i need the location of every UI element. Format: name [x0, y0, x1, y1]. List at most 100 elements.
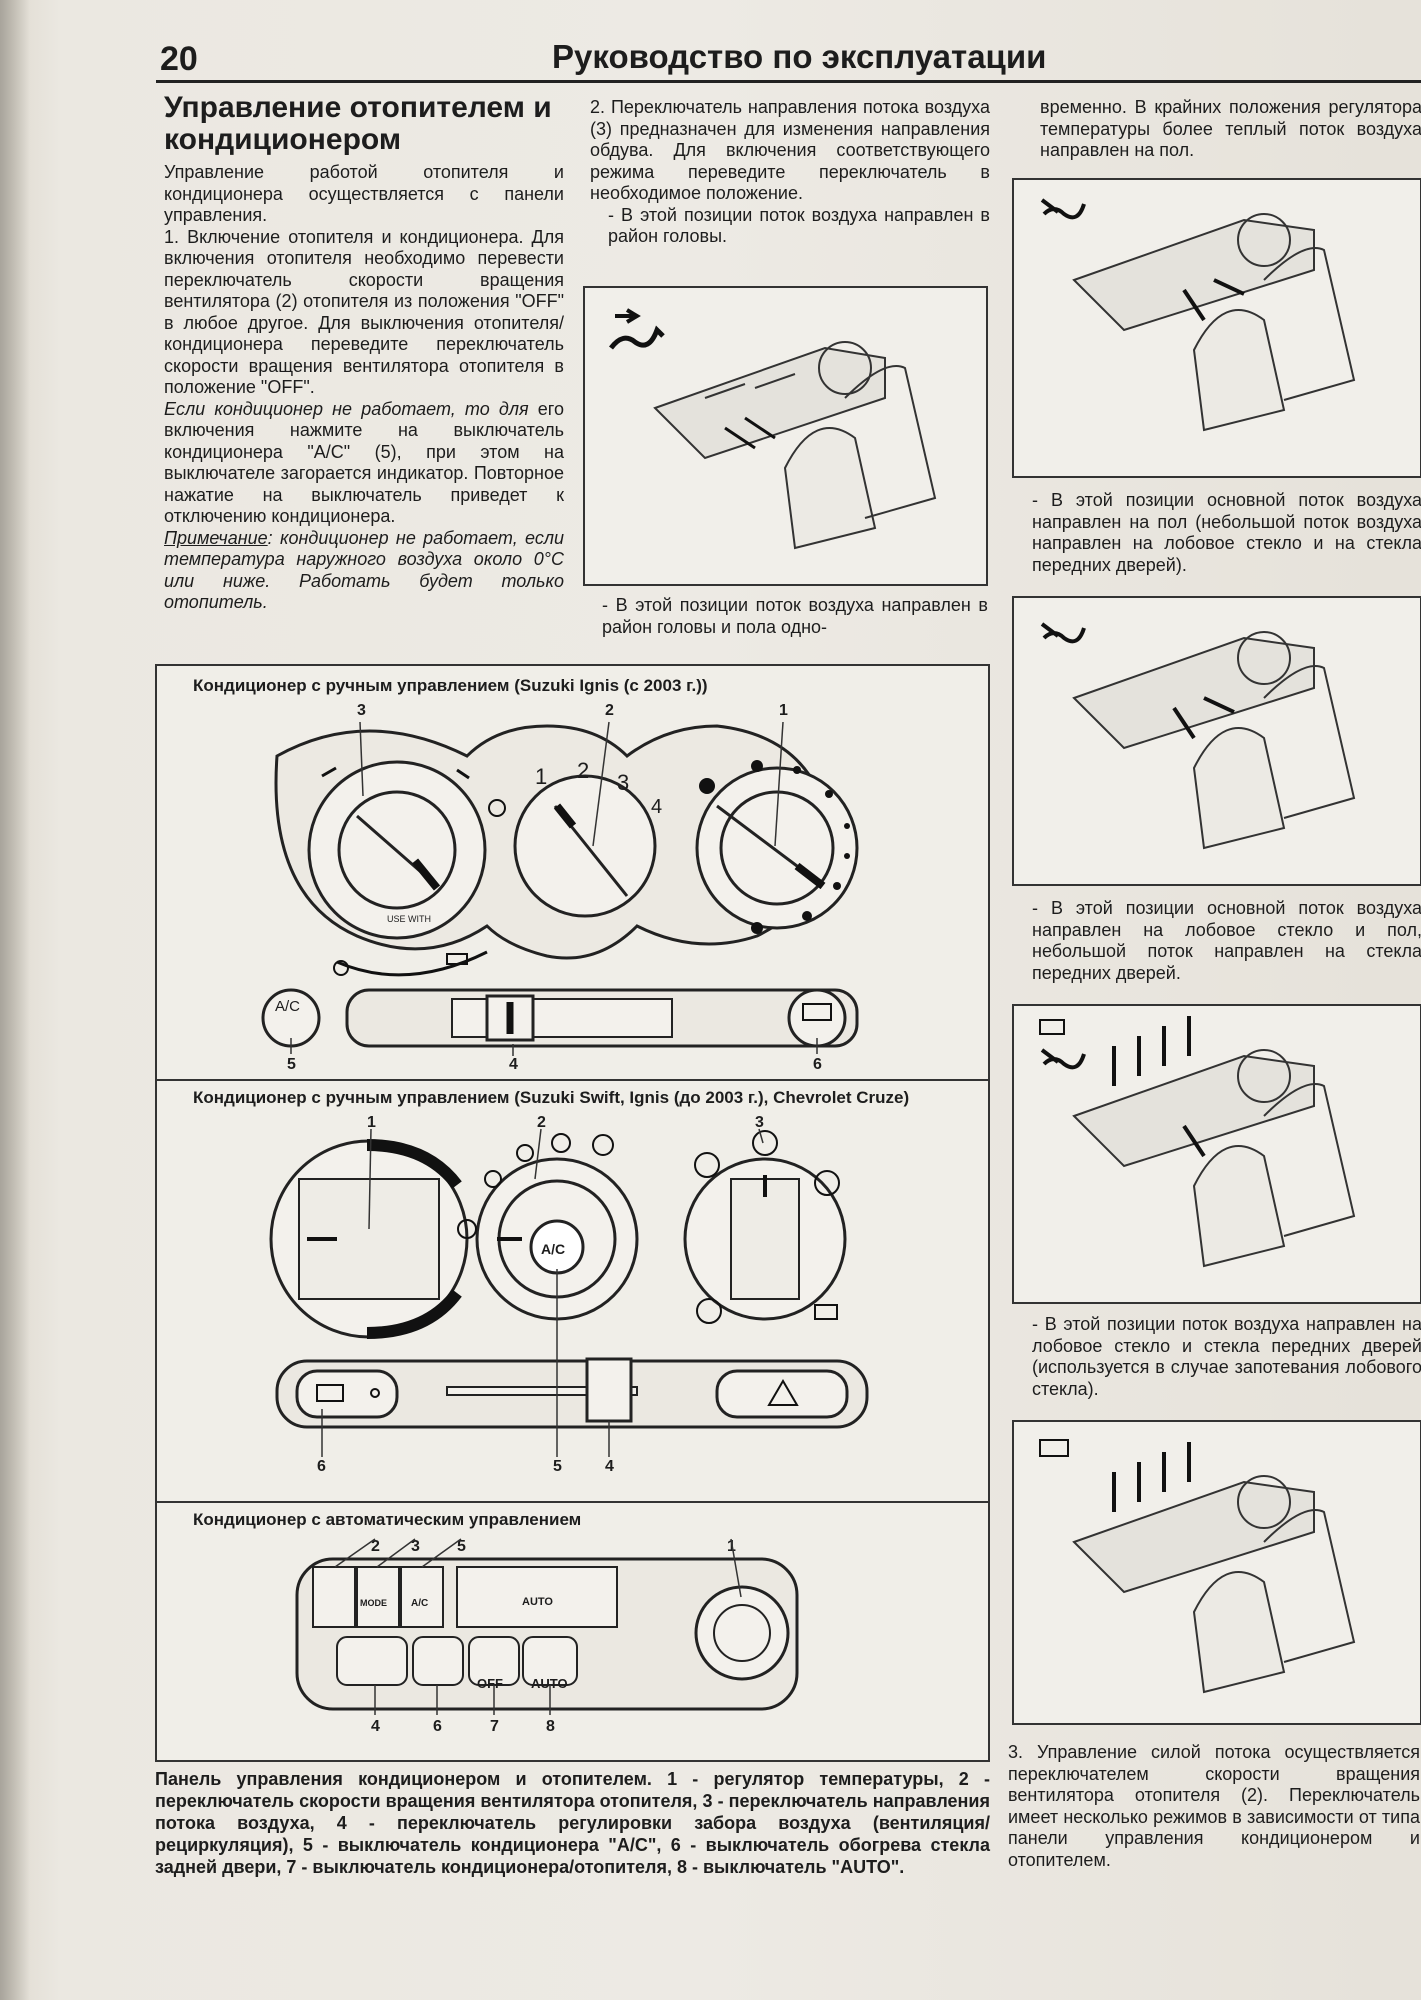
floor-defrost-icon [1040, 622, 1086, 644]
floor-mode-caption: - В этой позиции основной поток воздуха … [1032, 490, 1421, 575]
auto-climate-title: Кондиционер с автоматическим управлением [193, 1510, 582, 1529]
callout-7: 7 [490, 1718, 499, 1735]
fan-step-4: 4 [651, 796, 663, 818]
header-rule [156, 80, 1421, 83]
control-panel-diagrams: Кондиционер с ручным управлением (Suzuki… [155, 664, 990, 1762]
callout-1: 1 [779, 702, 788, 719]
dashboard-face-drawing [609, 308, 937, 550]
page-edge-shadow [0, 0, 30, 2000]
column-right: временно. В крайних положения регулятора… [1040, 97, 1421, 162]
display [456, 1566, 618, 1628]
mode-switch-paragraph: 2. Переключатель направления потока возд… [590, 97, 990, 203]
ac-button-label[interactable]: A/C [541, 1241, 566, 1257]
rear-defrost-button [295, 1369, 399, 1419]
callout-6: 6 [433, 1718, 442, 1735]
fan-icon [457, 1219, 477, 1239]
callout-1: 1 [367, 1114, 376, 1131]
note-label: Примечание [164, 527, 268, 548]
face-mode-illustration [583, 286, 988, 586]
both-mode-caption-block: - В этой позиции поток воздуха направлен… [602, 595, 988, 638]
rear-defrost-button [412, 1636, 464, 1686]
rear-defrost-button [787, 988, 847, 1048]
floor-mode-illustration [1012, 178, 1421, 478]
rear-seat-outline [844, 365, 937, 519]
callout-2: 2 [605, 702, 614, 719]
airflow-arrow [1182, 288, 1206, 322]
figure-caption: Панель управления кондиционером и отопит… [155, 1769, 990, 1877]
callout-1: 1 [727, 1538, 736, 1555]
page-number: 20 [160, 40, 198, 78]
dashboard-floor-drawing [1040, 198, 1356, 432]
running-title: Руководство по эксплуатации [552, 38, 1047, 75]
mode-button-label[interactable]: MODE [360, 1598, 387, 1608]
auto-button-label[interactable]: AUTO [531, 1676, 568, 1691]
seat-outline [783, 427, 877, 550]
ac-italic-text: Если кондиционер не работает, то для [164, 398, 529, 419]
head-mode-caption: - В этой позиции поток воздуха направлен… [608, 204, 990, 247]
callout-3: 3 [755, 1114, 764, 1131]
ac-button [400, 1566, 444, 1628]
face-arrow-icon [615, 308, 641, 324]
floor-windshield-caption: - В этой позиции основной поток воздуха … [1032, 898, 1421, 983]
windshield-floor-illustration [1012, 1004, 1421, 1304]
use-with-label: USE WITH [387, 914, 431, 924]
fan-step-3: 3 [617, 770, 630, 795]
airflow-arrow [1213, 278, 1245, 296]
display-auto-label: AUTO [522, 1596, 553, 1608]
floor-mode-icon [1040, 198, 1086, 220]
swift-panel-drawing [269, 1128, 869, 1457]
mode-button [356, 1566, 400, 1628]
dashboard-outline [653, 346, 886, 460]
ac-paragraph: Если кондиционер не работает, то для его… [164, 399, 564, 528]
ac-button-label[interactable]: A/C [275, 998, 301, 1015]
defrost-icon [1039, 1019, 1065, 1035]
hazard-icon [767, 1379, 799, 1406]
ignis-2003-panel-drawing [261, 721, 859, 1056]
defrost-mode-illustration [1012, 1420, 1421, 1725]
enable-paragraph: 1. Включение отопителя и кондиционера. Д… [164, 226, 564, 398]
seat-mode-icon [609, 325, 665, 350]
callout-5: 5 [457, 1538, 466, 1555]
dashboard-defrost-drawing [1039, 1439, 1356, 1694]
section-divider-2 [157, 1501, 988, 1503]
callout-6: 6 [813, 1056, 822, 1073]
callout-2: 2 [537, 1114, 546, 1131]
airflow-arrow [724, 416, 776, 450]
intro-paragraph: Управление работой отопителя и кондицион… [164, 162, 564, 225]
continuation-paragraph: временно. В крайних положения регулятора… [1040, 97, 1421, 160]
steering-wheel [818, 341, 872, 395]
callout-8: 8 [546, 1718, 555, 1735]
callout-2: 2 [371, 1538, 380, 1555]
fan-speed-paragraph: 3. Управление силой потока осуществляетс… [1008, 1742, 1420, 1870]
callout-5: 5 [553, 1458, 562, 1475]
fan-button [312, 1566, 356, 1628]
section-divider-1 [157, 1079, 988, 1081]
ac-button-label[interactable]: A/C [411, 1598, 429, 1609]
recirculation-button [336, 1636, 408, 1686]
column-middle: 2. Переключатель направления потока возд… [590, 97, 990, 248]
ac-text: его включения нажмите на выключатель кон… [164, 398, 564, 527]
fan-speed-dial [513, 774, 657, 918]
ignis-2003-title: Кондиционер с ручным управлением (Suzuki… [193, 676, 708, 695]
callout-4: 4 [371, 1718, 380, 1735]
hazard-button [715, 1369, 849, 1419]
section-heading: Управление отопителем и кондиционером [164, 91, 552, 156]
dashboard-floor-defrost-drawing [1040, 622, 1356, 850]
defrost-icon [1039, 1439, 1069, 1457]
column-left: Управление отопителем и кондиционером Уп… [164, 92, 564, 614]
intake-slider-knob [585, 1357, 633, 1423]
off-button-label[interactable]: OFF [477, 1676, 503, 1691]
note-text: : кондиционер не работает, если температ… [164, 527, 564, 613]
windshield-floor-caption: - В этой позиции поток воздуха направлен… [1032, 1314, 1421, 1399]
note-paragraph: Примечание: кондиционер не работает, есл… [164, 528, 564, 614]
callout-6: 6 [317, 1458, 326, 1475]
callout-3: 3 [357, 702, 366, 719]
callout-4: 4 [605, 1458, 614, 1475]
auto-panel-drawing [295, 1538, 799, 1715]
swift-ignis-cruze-title: Кондиционер с ручным управлением (Suzuki… [193, 1088, 910, 1107]
callout-3: 3 [411, 1538, 420, 1555]
callout-5: 5 [287, 1056, 296, 1073]
floor-defrost-illustration [1012, 596, 1421, 886]
fan-step-1: 1 [535, 764, 548, 789]
callout-4: 4 [509, 1056, 518, 1073]
